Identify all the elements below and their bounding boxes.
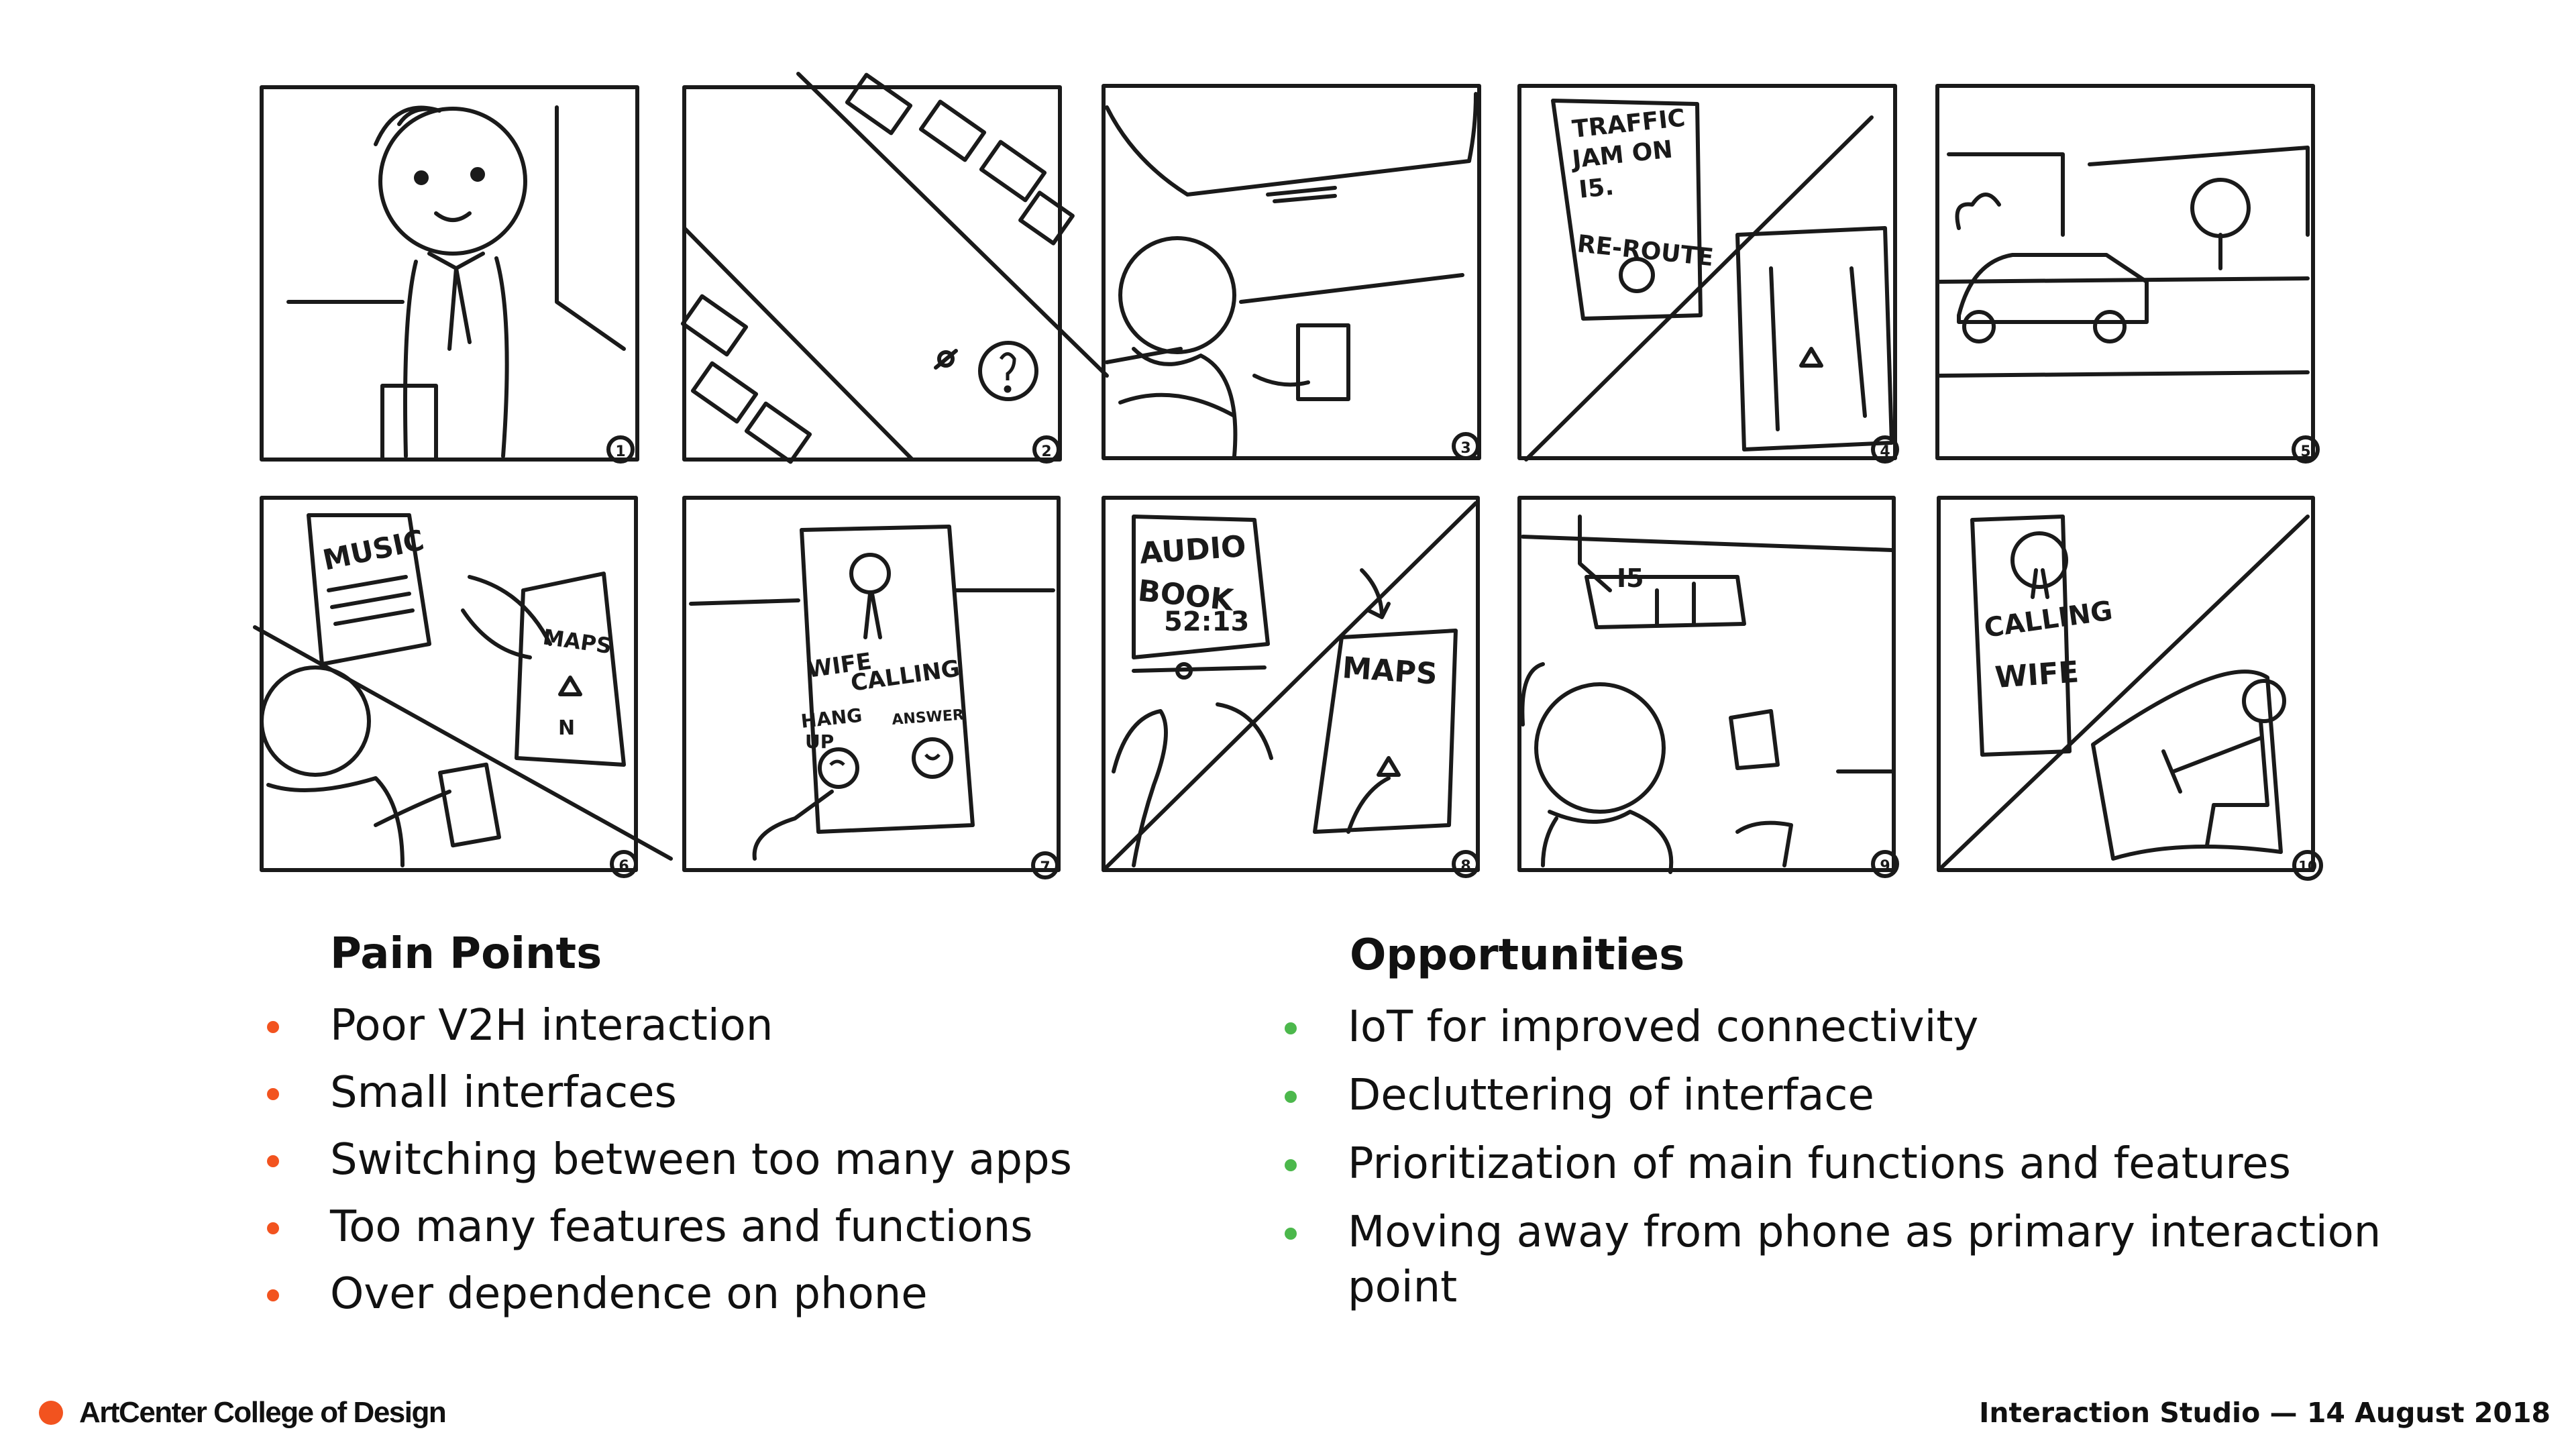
bullet-dot — [1285, 1022, 1297, 1034]
pain-point-text: Small interfaces — [330, 1068, 677, 1118]
panel-7-text-3: HANG — [800, 704, 863, 733]
storyboard-panel-4 — [1517, 84, 1899, 464]
list-item: Decluttering of interface — [1285, 1068, 2425, 1136]
answer-icon — [924, 753, 941, 761]
panel-8-number: 8 — [1460, 858, 1470, 875]
pain-points-title: Pain Points — [330, 929, 602, 979]
pain-points-list: Poor V2H interaction Small interfaces Sw… — [267, 998, 1072, 1334]
panel-8-text-3: 52:13 — [1164, 606, 1249, 637]
panel-6-number: 6 — [619, 858, 629, 875]
panel-9-number: 9 — [1880, 858, 1890, 875]
pain-point-text: Switching between too many apps — [330, 1135, 1072, 1185]
footer-brand: ArtCenter College of Design — [39, 1396, 447, 1429]
panel-7-number: 7 — [1040, 859, 1050, 876]
storyboard-panel-1 — [260, 85, 639, 464]
panel-6-text-2: MAPS — [541, 624, 613, 659]
panel-7-text-5: ANSWER — [892, 707, 965, 729]
storyboard-panel-3 — [1102, 84, 1481, 460]
list-item: Small interfaces — [267, 1065, 1072, 1132]
bullet-dot — [267, 1222, 279, 1234]
opportunities-title: Opportunities — [1350, 930, 1685, 980]
storyboard-sketches: TRAFFIC JAM ON I5. RE-ROUTE MUSIC MAPS N… — [253, 72, 2323, 881]
question-mark-icon — [999, 352, 1016, 380]
list-item: Too many features and functions — [267, 1199, 1072, 1267]
panel-7-text-4: UP — [805, 731, 834, 753]
pain-point-text: Over dependence on phone — [330, 1269, 928, 1319]
storyboard-panel-6 — [253, 496, 673, 878]
bullet-dot — [1285, 1159, 1297, 1171]
panel-1-number: 1 — [615, 443, 625, 460]
storyboard-panel-8 — [1102, 496, 1480, 878]
storyboard-panel-10 — [1937, 496, 2323, 881]
storyboard-panel-2 — [680, 72, 1109, 464]
panel-10-text-1: CALLING — [1982, 596, 2114, 644]
panel-6-text-3: N — [558, 716, 575, 740]
bullet-dot — [267, 1021, 279, 1033]
opportunity-text: Moving away from phone as primary intera… — [1348, 1208, 2381, 1312]
list-item: Switching between too many apps — [267, 1132, 1072, 1199]
list-item: Over dependence on phone — [267, 1267, 1072, 1334]
storyboard: TRAFFIC JAM ON I5. RE-ROUTE MUSIC MAPS N… — [253, 72, 2323, 881]
hang-up-icon — [829, 759, 845, 766]
bullet-dot — [1285, 1091, 1297, 1103]
panel-6-text-1: MUSIC — [320, 523, 427, 577]
list-item: Prioritization of main functions and fea… — [1285, 1136, 2425, 1205]
panel-8-text-4: MAPS — [1341, 651, 1438, 692]
storyboard-panel-9 — [1517, 496, 1899, 878]
opportunities-list: IoT for improved connectivity Declutteri… — [1285, 1000, 2425, 1315]
footer-course: Interaction Studio — 14 August 2018 — [1979, 1397, 2551, 1429]
panel-4-text-4: RE-ROUTE — [1576, 230, 1715, 272]
storyboard-panel-7 — [682, 496, 1061, 879]
question-mark-dot — [1004, 385, 1012, 393]
brand-name: ArtCenter College of Design — [79, 1396, 447, 1429]
opportunity-text: Decluttering of interface — [1348, 1071, 1874, 1120]
pain-point-text: Too many features and functions — [330, 1202, 1033, 1252]
panel-10-text-2: WIFE — [1994, 655, 2080, 695]
panel-10-number: 10 — [2298, 858, 2317, 874]
panel-2-number: 2 — [1041, 443, 1051, 460]
opportunity-text: Prioritization of main functions and fea… — [1348, 1139, 2291, 1189]
list-item: Poor V2H interaction — [267, 998, 1072, 1065]
panel-9-text-1: I5 — [1617, 564, 1644, 593]
storyboard-panel-5 — [1935, 84, 2320, 464]
panel-4-text-3: I5. — [1578, 173, 1615, 204]
bullet-dot — [267, 1289, 279, 1301]
panel-4-number: 4 — [1880, 443, 1890, 460]
panel-3-number: 3 — [1460, 440, 1470, 457]
panel-8-text-1: AUDIO — [1138, 529, 1247, 571]
opportunity-text: IoT for improved connectivity — [1348, 1002, 1979, 1052]
bullet-dot — [267, 1155, 279, 1167]
bullet-dot — [1285, 1228, 1297, 1240]
list-item: IoT for improved connectivity — [1285, 1000, 2425, 1068]
pain-point-text: Poor V2H interaction — [330, 1001, 773, 1051]
panel-5-number: 5 — [2300, 443, 2310, 460]
brand-dot-icon — [39, 1401, 63, 1425]
list-item: Moving away from phone as primary intera… — [1285, 1205, 2425, 1315]
bullet-dot — [267, 1088, 279, 1100]
